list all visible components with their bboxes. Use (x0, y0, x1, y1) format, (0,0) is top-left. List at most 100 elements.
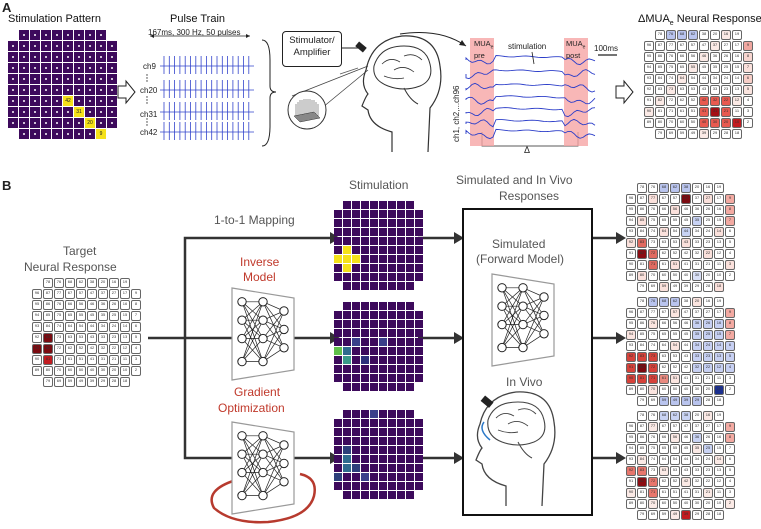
electrode-dot (34, 100, 36, 102)
response-cell: 13 (120, 333, 130, 343)
response-cell: 86 (655, 52, 665, 62)
electrode (334, 473, 342, 481)
response-cell: 43 (681, 238, 691, 248)
response-cell: 87 (43, 289, 53, 299)
response-cell: 57 (670, 194, 680, 204)
electrode (343, 356, 351, 364)
response-cell: 16 (703, 297, 713, 307)
response-cell: 45 (87, 311, 97, 321)
response-cell: 54 (670, 341, 680, 351)
response-cell: 83 (43, 333, 53, 343)
electrode (30, 107, 40, 117)
response-cell: 94 (644, 63, 654, 73)
electrode-dot (100, 100, 102, 102)
electrode (334, 347, 342, 355)
response-cell: 37 (692, 308, 702, 318)
response-cell: 41 (681, 260, 691, 270)
mua-trace-0 (465, 55, 596, 66)
forward-net-edge (522, 296, 545, 348)
response-cell: 77 (666, 41, 676, 51)
response-cell: 18 (120, 377, 130, 387)
electrode (379, 246, 387, 254)
response-cell: 60 (65, 366, 75, 376)
electrode (352, 383, 360, 391)
response-cell: 11 (120, 355, 130, 365)
response-cell: 20 (98, 278, 108, 288)
response-cell: 65 (659, 330, 669, 340)
scale-bar-label: 100ms (594, 44, 619, 53)
response-cell: 95 (32, 300, 42, 310)
electrode-dot (100, 56, 102, 58)
response-cell: 73 (54, 333, 64, 343)
electrode-dot (56, 122, 58, 124)
response-cell: 51 (670, 488, 680, 498)
response-cell: 6 (725, 227, 735, 237)
response-cell: 64 (677, 74, 687, 84)
response-cell: 91 (644, 96, 654, 106)
electrode (361, 210, 369, 218)
electrode (85, 63, 95, 73)
electrode (52, 30, 62, 40)
electrode (406, 419, 414, 427)
response-cell: 90 (626, 374, 636, 384)
response-cell: 41 (681, 374, 691, 384)
grid-empty (415, 282, 423, 290)
response-cell: 39 (87, 377, 97, 387)
response-cell: 55 (670, 330, 680, 340)
channel-dot (146, 74, 148, 76)
response-cell: 46 (699, 52, 709, 62)
response-cell: 34 (692, 455, 702, 465)
response-cell: 8 (725, 433, 735, 443)
electrode-dot (56, 111, 58, 113)
electrode (370, 356, 378, 364)
grid-empty (626, 183, 636, 193)
electrode (397, 347, 405, 355)
electrode (397, 437, 405, 445)
response-title-suffix: Neural Response (673, 13, 761, 25)
electrode-dot (89, 34, 91, 36)
response-cell: 8 (131, 300, 141, 310)
response-cell: 31 (692, 374, 702, 384)
electrode (41, 107, 51, 117)
grid-empty (725, 510, 735, 520)
response-cell: 38 (87, 278, 97, 288)
electrode (352, 419, 360, 427)
mua-pre-sub: e (490, 44, 494, 51)
response-cell: 42 (87, 344, 97, 354)
electrode (52, 118, 62, 128)
response-cell: 93 (626, 455, 636, 465)
electrode-dot (34, 111, 36, 113)
electrode (107, 118, 117, 128)
electrode (352, 491, 360, 499)
response-cell: 72 (648, 249, 658, 259)
response-cell: 64 (659, 341, 669, 351)
electrode (415, 347, 423, 355)
response-cell: 76 (54, 278, 64, 288)
response-cell: 55 (670, 216, 680, 226)
electrode (415, 446, 423, 454)
response-cell: 78 (637, 183, 647, 193)
response-cell: 8 (725, 319, 735, 329)
response-cell: 59 (65, 377, 75, 387)
electrode (379, 302, 387, 310)
response-cell: 29 (98, 377, 108, 387)
electrode-dot (45, 122, 47, 124)
electrode (343, 329, 351, 337)
electrode (343, 338, 351, 346)
electrode (415, 255, 423, 263)
gradient-net-edge (262, 463, 285, 496)
electrode (397, 374, 405, 382)
response-cell: 4 (725, 363, 735, 373)
response-cell: 20 (703, 385, 713, 395)
response-cell: 77 (648, 194, 658, 204)
electrode-dot (12, 89, 14, 91)
response-cell: 11 (714, 488, 724, 498)
response-cell: 78 (637, 297, 647, 307)
electrode-dot (67, 34, 69, 36)
response-cell: 87 (637, 308, 647, 318)
electrode (30, 85, 40, 95)
response-cell: 28 (703, 282, 713, 292)
response-cell: 65 (677, 63, 687, 73)
response-cell: 29 (692, 396, 702, 406)
electrode (406, 365, 414, 373)
